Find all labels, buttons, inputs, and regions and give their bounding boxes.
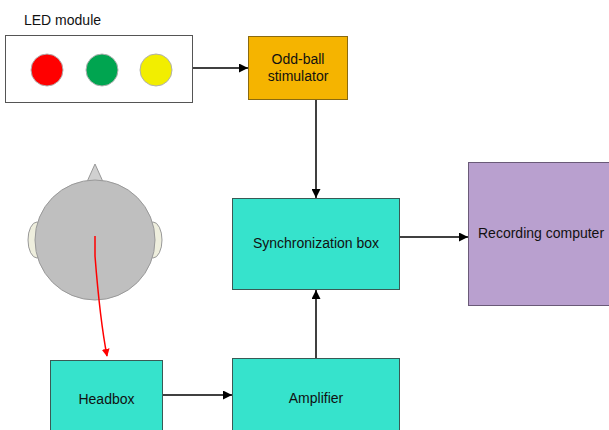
electrode-lead xyxy=(95,236,107,356)
process-box: Synchronization box xyxy=(232,198,400,290)
arrow-connector xyxy=(163,394,232,396)
arrow-connector xyxy=(315,100,317,198)
process-box: Amplifier xyxy=(232,358,400,430)
red-led xyxy=(31,54,63,86)
module-box: LED module xyxy=(5,35,193,103)
box-label: Amplifier xyxy=(283,390,349,408)
process-box: Headbox xyxy=(50,360,163,430)
yellow-led xyxy=(140,54,172,86)
box-label: Recording computer xyxy=(472,225,609,243)
box-label: Odd-ball stimulator xyxy=(249,51,347,86)
box-label: Headbox xyxy=(72,391,140,409)
box-label: Synchronization box xyxy=(247,235,385,253)
green-led xyxy=(86,54,118,86)
arrow-connector xyxy=(400,236,468,238)
arrow-connector xyxy=(315,290,317,358)
arrow-connector xyxy=(193,67,248,69)
process-box: Recording computer xyxy=(468,162,609,306)
process-box: Odd-ball stimulator xyxy=(248,36,348,100)
module-label: LED module xyxy=(24,12,101,30)
